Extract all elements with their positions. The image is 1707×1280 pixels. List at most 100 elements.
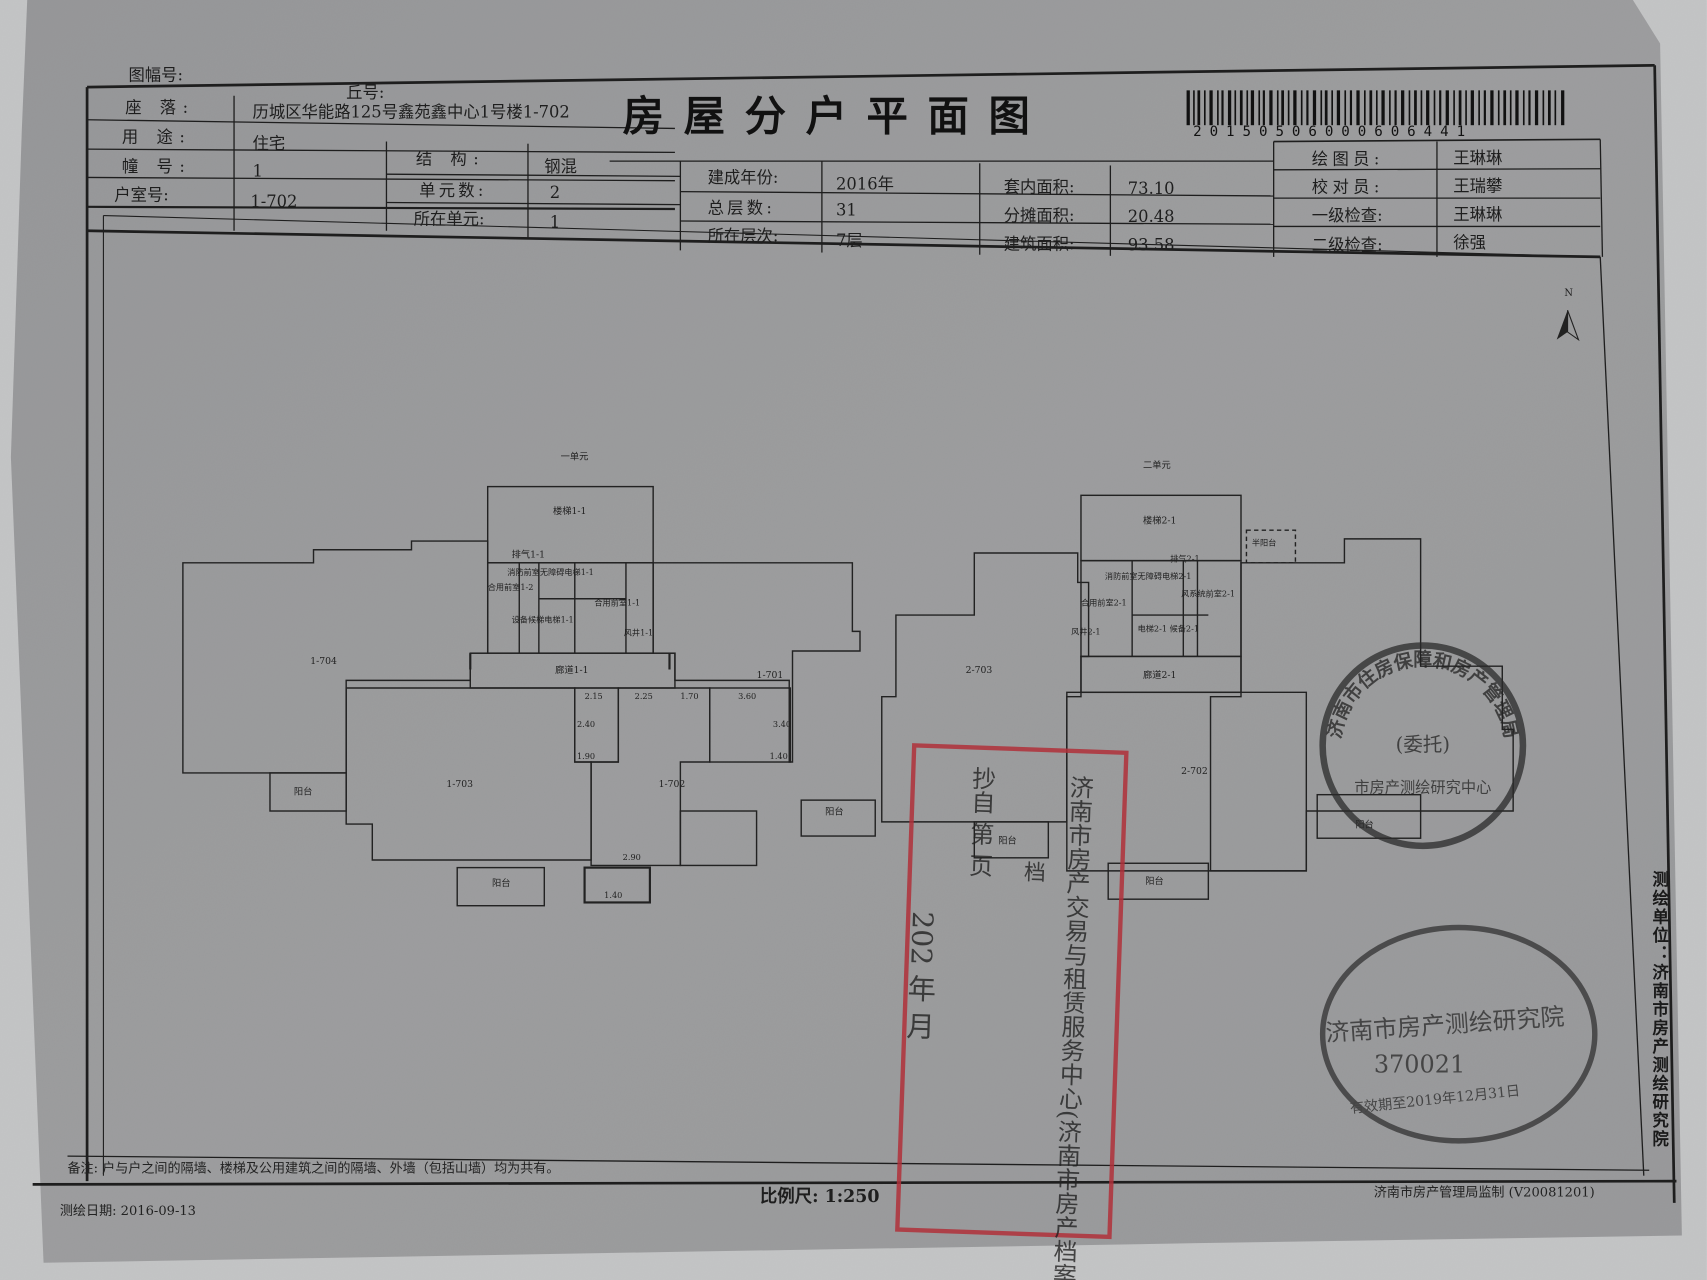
- svg-text:济南市房产测绘研究院: 济南市房产测绘研究院: [1325, 1003, 1566, 1048]
- svg-text:济南市住房保障和房产管理局: 济南市住房保障和房产管理局: [1324, 649, 1522, 740]
- dimension-label: 1.90: [577, 751, 595, 761]
- usage-label: 用 途:: [121, 127, 192, 147]
- barcode-number: 20150506000606441: [1193, 124, 1474, 141]
- shaft-label: 风井1-1: [624, 628, 653, 638]
- svg-text:202 年 月: 202 年 月: [902, 911, 939, 1041]
- lobby2-label: 合用前室1-2: [488, 582, 534, 592]
- check1-value: 王琳琳: [1453, 204, 1503, 225]
- proofreader-label: 校对员:: [1311, 177, 1384, 198]
- footer-note: 备注: 户与户之间的隔墙、楼梯及公用建筑之间的隔墙、外墙（包括山墙）均为共有。: [67, 1160, 560, 1176]
- fire-elevator-label: 消防前室无障碍电梯2-1: [1105, 571, 1192, 581]
- lot-label: 丘号:: [346, 82, 385, 103]
- exhaust-label: 排气2-1: [1170, 554, 1199, 564]
- unit-caption: 一单元: [561, 450, 589, 462]
- lobby1-label: 合用前室1-1: [594, 597, 640, 607]
- drafter-label: 绘图员:: [1311, 149, 1384, 169]
- balcony-label: 阳台: [998, 835, 1017, 847]
- unit-label-1-704: 1-704: [310, 656, 337, 667]
- north-arrow-icon: N: [1556, 288, 1580, 342]
- check2-value: 徐强: [1453, 232, 1486, 253]
- issuer-label: 济南市房产管理局监制 (V20081201): [1373, 1184, 1595, 1200]
- structure-value: 钢混: [544, 156, 577, 177]
- page-title: 房屋分户平面图: [622, 92, 1050, 141]
- unit-label: 所在单元:: [413, 209, 485, 229]
- floor-plan-right: [881, 494, 1514, 900]
- corridor-label: 廊道1-1: [555, 664, 588, 676]
- svg-text:有效期至2019年12月31日: 有效期至2019年12月31日: [1349, 1083, 1521, 1117]
- stair-label: 楼梯2-1: [1143, 515, 1176, 527]
- survey-unit-label: 测绘单位：济南市房产测绘研究院: [1650, 870, 1670, 1149]
- dimension-label: 3.40: [773, 719, 791, 729]
- building-area-value: 93.58: [1127, 235, 1175, 255]
- floor-value: 7层: [836, 230, 863, 251]
- barcode: [1186, 90, 1565, 126]
- balcony-label: 阳台: [294, 786, 313, 798]
- dimension-label: 1.40: [604, 890, 622, 900]
- inner-area-value: 73.10: [1127, 178, 1175, 199]
- floor-plan-left-labels: 一单元 楼梯1-1 排气1-1 消防前室无障碍电梯1-1 合用前室1-2 合用前…: [294, 450, 844, 900]
- shared-area-value: 20.48: [1127, 206, 1175, 227]
- stair-label: 楼梯1-1: [553, 505, 586, 517]
- elevator-label: 设备候梯电梯1-1: [512, 615, 574, 625]
- check1-label: 一级检查:: [1311, 205, 1383, 226]
- structure-label: 结 构:: [415, 149, 486, 169]
- floor-plan-left: [182, 485, 876, 907]
- semi-balcony-label: 半阳台: [1252, 537, 1276, 547]
- building-label: 幢 号:: [121, 156, 192, 177]
- year-value: 2016年: [836, 174, 894, 194]
- survey-date: 测绘日期: 2016-09-13: [59, 1202, 196, 1219]
- drafter-value: 王琳琳: [1453, 148, 1503, 168]
- proofreader-value: 王瑞攀: [1453, 176, 1503, 196]
- dimension-label: 3.60: [738, 691, 756, 701]
- elevator-label: 电梯2-1 候备2-1: [1138, 623, 1200, 633]
- location-value: 历城区华能路125号鑫苑鑫中心1号楼1-702: [252, 102, 570, 122]
- fire-elevator-label: 消防前室无障碍电梯1-1: [507, 567, 594, 577]
- usage-value: 住宅: [252, 133, 286, 154]
- balcony-label: 阳台: [825, 805, 844, 817]
- inner-area-label: 套内面积:: [1003, 177, 1075, 198]
- dimension-label: 2.15: [585, 691, 603, 701]
- survey-oval-stamp: 济南市房产测绘研究院 370021 有效期至2019年12月31日: [1319, 924, 1598, 1144]
- shaft-label: 风井2-1: [1071, 627, 1100, 637]
- year-label: 建成年份:: [707, 167, 779, 188]
- svg-text:(委托): (委托): [1396, 733, 1450, 756]
- bureau-round-stamp: 济南市住房保障和房产管理局 (委托) 市房产测绘研究中心: [1319, 642, 1527, 850]
- corridor-label: 廊道2-1: [1143, 669, 1176, 681]
- floor-label: 所在层次:: [707, 226, 779, 247]
- lobby-label: 合用前室2-1: [1081, 597, 1127, 607]
- unit-label-1-703: 1-703: [446, 779, 473, 790]
- units-value: 2: [549, 182, 561, 203]
- floors-label: 总层数:: [707, 198, 776, 218]
- svg-text:370021: 370021: [1374, 1050, 1465, 1078]
- unit-caption: 二单元: [1143, 459, 1171, 471]
- room-label: 户室号:: [114, 185, 169, 205]
- shared-area-label: 分摊面积:: [1003, 205, 1075, 226]
- unit-value: 1: [549, 212, 561, 232]
- unit-label-2-703: 2-703: [966, 665, 993, 676]
- balcony-label: 阳台: [1145, 875, 1163, 887]
- dimension-label: 2.90: [623, 852, 641, 862]
- location-label: 座 落:: [125, 97, 195, 118]
- svg-text:市房产测绘研究中心: 市房产测绘研究中心: [1354, 779, 1491, 797]
- floor-plan-right-labels: 二单元 楼梯2-1 半阳台 排气2-1 消防前室无障碍电梯2-1 风系统前室2-…: [966, 459, 1374, 887]
- map-sheet-label: 图幅号:: [128, 65, 183, 85]
- dimension-label: 1.40: [770, 751, 788, 761]
- unit-label-1-701: 1-701: [757, 670, 784, 681]
- smoke-lobby-label: 风系统前室2-1: [1181, 589, 1235, 599]
- svg-text:抄自 第 页: 抄自 第 页: [964, 766, 996, 878]
- building-area-label: 建筑面积:: [1003, 234, 1075, 254]
- units-label: 单元数:: [419, 180, 487, 201]
- exhaust-label: 排气1-1: [512, 548, 545, 560]
- unit-label-1-702: 1-702: [659, 779, 686, 790]
- balcony-label: 阳台: [492, 877, 511, 889]
- room-value: 1-702: [250, 191, 298, 212]
- dimension-label: 1.70: [680, 691, 698, 701]
- dimension-label: 2.25: [635, 691, 653, 701]
- scale-label: 比例尺: 1:250: [759, 1185, 880, 1207]
- floors-value: 31: [836, 200, 857, 220]
- check2-label: 二级检查:: [1311, 235, 1383, 255]
- svg-text:档: 档: [1020, 860, 1046, 883]
